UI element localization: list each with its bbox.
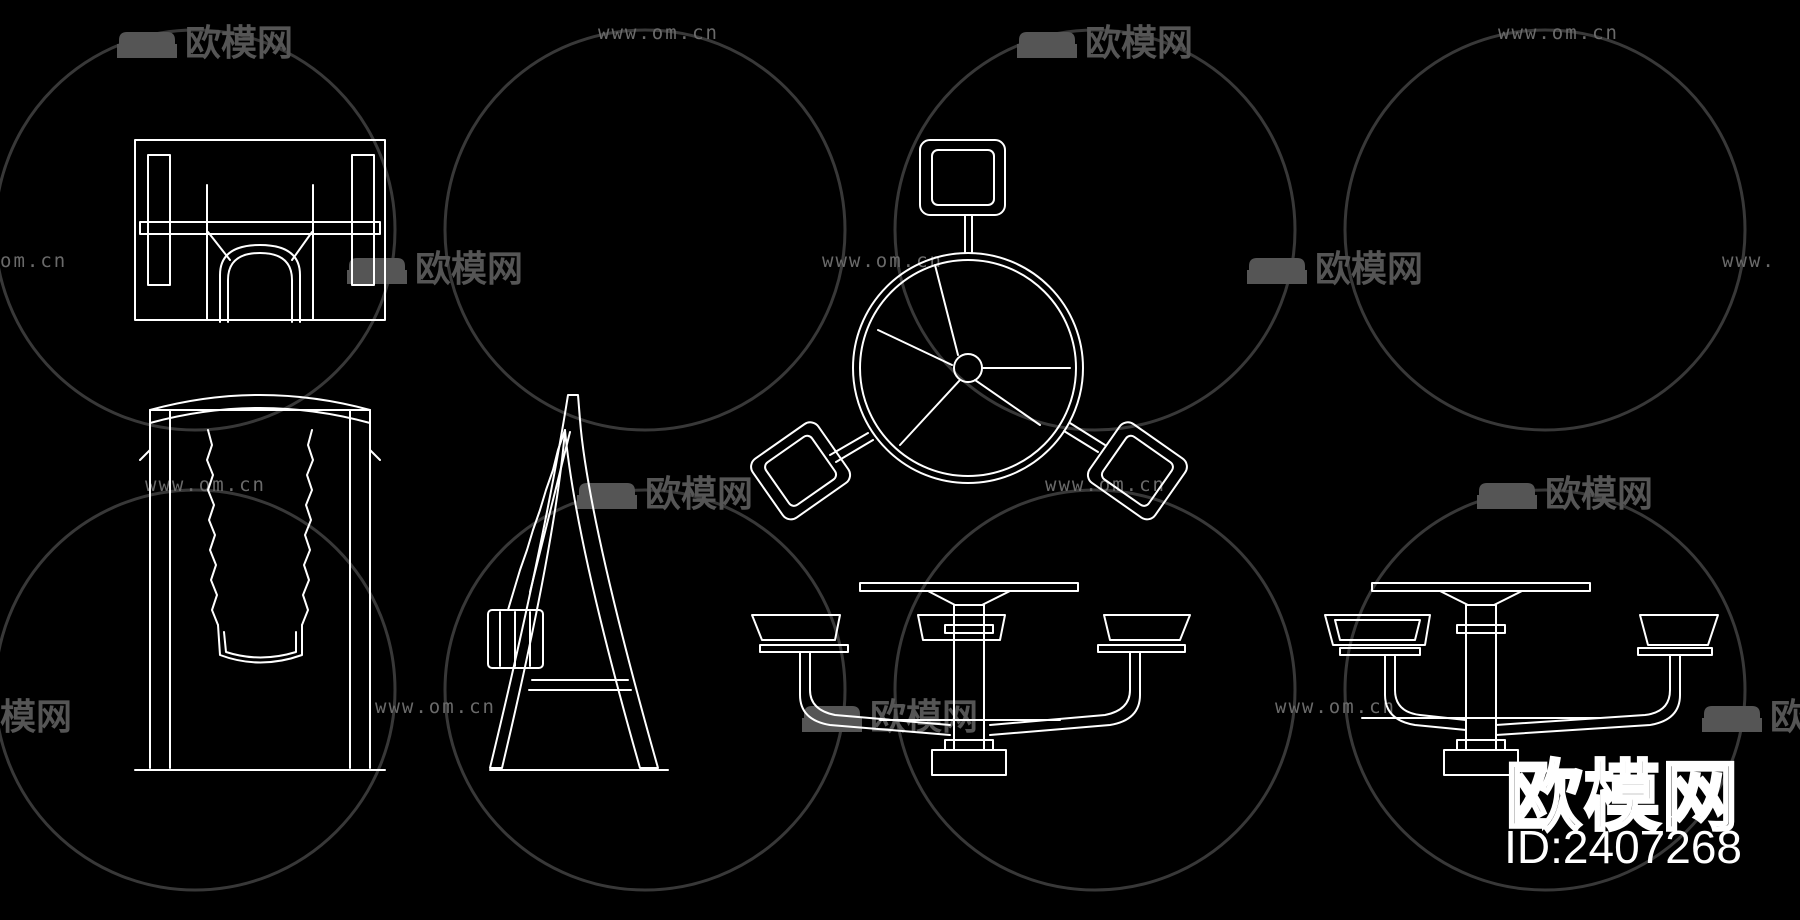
watermark-url: om.cn: [0, 250, 68, 272]
watermark-brand: 欧模网: [1245, 240, 1423, 292]
watermark-url: www.om.cn: [1045, 474, 1166, 496]
sofa-icon: [1702, 706, 1762, 732]
watermark-url: www.om.cn: [145, 474, 266, 496]
watermark-brand-text: 欧模网: [1315, 249, 1424, 290]
swing-side-elevation: [487, 394, 669, 771]
watermark-ring: [893, 488, 1297, 892]
swing-front-elevation: [134, 394, 386, 771]
watermark-brand-text: 欧模网: [1085, 23, 1194, 64]
watermark-ring: [0, 488, 397, 892]
watermark-brand-text: 模网: [0, 697, 73, 738]
watermark-brand: 模网: [0, 688, 72, 740]
table-set-front-elevation: [751, 582, 1191, 776]
watermark-url: www.: [1722, 250, 1776, 272]
watermark-brand-text: 欧: [1770, 697, 1800, 738]
watermark-url: www.om.cn: [822, 250, 943, 272]
watermark-ring: [0, 28, 397, 432]
watermark-brand: 欧模网: [115, 14, 293, 66]
watermark-brand-text: 欧模网: [185, 23, 294, 64]
watermark-brand: 欧模网: [1015, 14, 1193, 66]
watermark-brand: 欧: [1700, 688, 1800, 740]
watermark-url: www.om.cn: [1275, 696, 1396, 718]
watermark-brand: 欧模网: [345, 240, 523, 292]
model-id-label: ID:2407268: [1504, 821, 1742, 873]
watermark-brand-text: 欧模网: [870, 697, 979, 738]
sofa-icon: [1017, 32, 1077, 58]
watermark-ring: [1343, 28, 1747, 432]
watermark-ring: [893, 28, 1297, 432]
sofa-icon: [117, 32, 177, 58]
watermark-ring: [443, 28, 847, 432]
watermark-brand-text: 欧模网: [645, 474, 754, 515]
watermark-ring: [443, 488, 847, 892]
watermark-url: www.om.cn: [598, 22, 719, 44]
watermark-url: www.om.cn: [375, 696, 496, 718]
watermark-ring: [1343, 488, 1747, 892]
watermark-brand-text: 欧模网: [415, 249, 524, 290]
watermark-brand: 欧模网: [1475, 465, 1653, 517]
watermark-brand-text: 欧模网: [1545, 474, 1654, 515]
table-set-plan-view: [750, 139, 1188, 521]
sofa-icon: [347, 258, 407, 284]
sofa-icon: [1477, 483, 1537, 509]
watermark-brand: 欧模网: [800, 688, 978, 740]
swing-top-view: [134, 139, 386, 323]
brand-logo-text: 欧模网: [1505, 751, 1740, 843]
sofa-icon: [1247, 258, 1307, 284]
table-set-side-elevation: [1324, 582, 1719, 776]
watermark-brand: 欧模网: [575, 465, 753, 517]
watermark-url: www.om.cn: [1498, 22, 1619, 44]
